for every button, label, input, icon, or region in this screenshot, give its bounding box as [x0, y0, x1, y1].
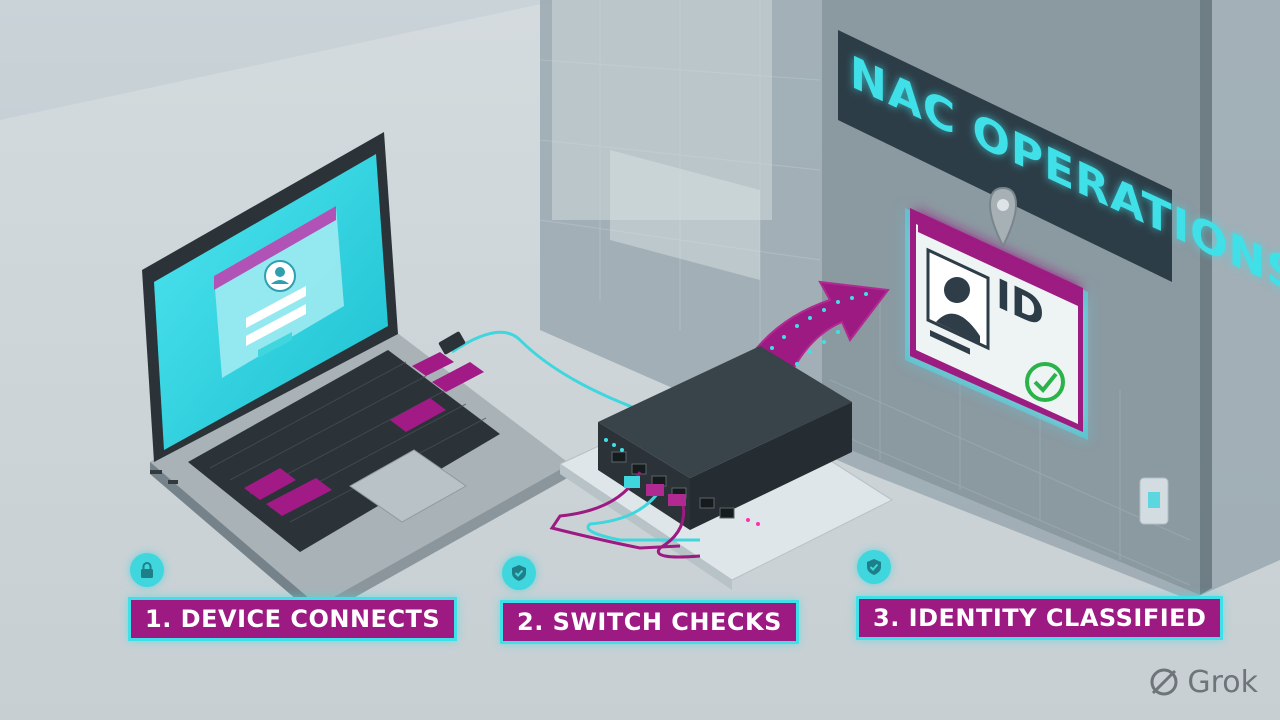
patch-cables	[549, 471, 701, 559]
login-window	[214, 206, 344, 378]
switch-ports	[611, 451, 735, 519]
laptop	[142, 132, 578, 618]
touchpad	[349, 449, 467, 523]
nac-panel-edge	[1200, 0, 1212, 595]
lock-icon	[130, 553, 164, 587]
title-strip	[838, 30, 1172, 282]
grok-logo-icon	[1150, 668, 1178, 696]
shield-check-icon	[857, 550, 891, 584]
network-switch	[598, 346, 852, 530]
ghost-panel-right	[610, 150, 760, 280]
shield-check-icon	[502, 556, 536, 590]
id-badge	[905, 208, 1088, 440]
magenta-keys	[244, 352, 484, 516]
keyboard	[188, 350, 500, 552]
watermark-text: Grok	[1187, 664, 1258, 700]
step-2-label: 2. SWITCH CHECKS	[500, 600, 799, 644]
ethernet-cable	[451, 330, 641, 412]
step-3-label: 3. IDENTITY CLASSIFIED	[856, 596, 1224, 640]
badge-pin-icon	[988, 186, 1018, 249]
status-leds	[604, 438, 760, 526]
grok-watermark: Grok	[1147, 662, 1258, 702]
step-1-label: 1. DEVICE CONNECTS	[128, 597, 458, 641]
